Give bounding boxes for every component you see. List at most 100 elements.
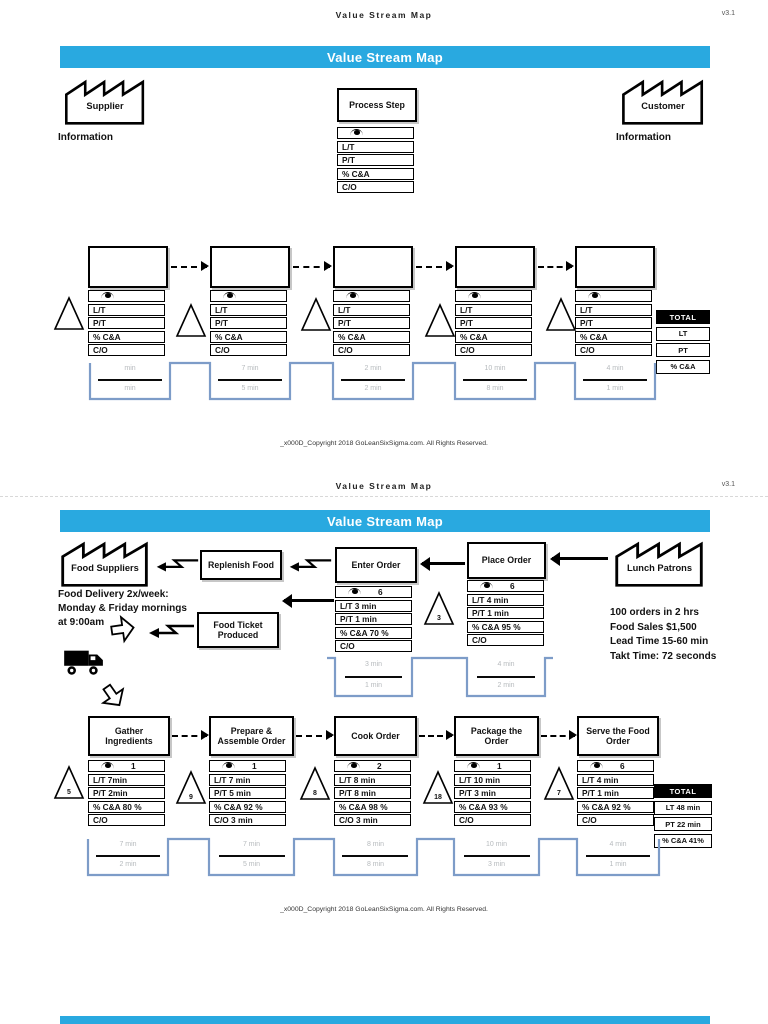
operator-row: 2 <box>334 760 411 772</box>
operator-row: 1 <box>209 760 286 772</box>
manual-info-arrow-icon <box>282 593 334 608</box>
timeline-wait-value: 7 min <box>242 841 261 848</box>
timeline-wait-value: 4 min <box>606 365 624 372</box>
process-box-package: Package the Order <box>454 716 539 756</box>
pt-row: P/T 1 min <box>335 613 412 625</box>
inventory-triangle-icon: 18 <box>422 770 454 804</box>
process-box-gather: Gather Ingredients <box>88 716 170 756</box>
delivery-truck-icon <box>62 645 106 684</box>
totals-header: TOTAL <box>656 310 710 324</box>
lt-row: L/T 4 min <box>577 773 654 786</box>
lt-row: L/T 7min <box>88 773 165 786</box>
flow-arrow-icon <box>538 261 574 271</box>
timeline-wait-value: 8 min <box>366 841 385 848</box>
process-box-serve: Serve the Food Order <box>577 716 659 756</box>
prepare-data-box: 1 L/T 7 min P/T 5 min % C&A 92 % C/O 3 m… <box>209 760 286 826</box>
inventory-triangle-icon <box>175 303 207 337</box>
operator-icon <box>480 582 493 590</box>
timeline-wait-value: 7 min <box>241 365 259 372</box>
flow-arrow-icon <box>541 730 577 740</box>
operator-row <box>333 290 410 302</box>
co-row: C/O <box>88 814 165 826</box>
totals-ca: % C&A <box>656 359 710 374</box>
operator-row: 6 <box>467 580 544 592</box>
page1-doc-title: Value Stream Map <box>335 10 433 20</box>
demand-note-line: Takt Time: 72 seconds <box>610 650 717 662</box>
timeline-wait-value: 4 min <box>497 661 515 668</box>
flow-arrow-icon <box>416 261 454 271</box>
timeline-process-value: 2 min <box>497 682 515 689</box>
operator-icon <box>590 762 603 770</box>
timeline: min min 7 min 5 min 2 min 2 min 10 min 8… <box>78 360 662 402</box>
demand-note: 100 orders in 2 hrs Food Sales $1,500 Le… <box>610 606 716 664</box>
process-data-box-1: L/T P/T % C&A C/O <box>88 290 165 356</box>
timeline-process-value: 1 min <box>606 385 624 392</box>
timeline: 7 min 2 min 7 min 5 min 8 min 8 min 10 m… <box>78 836 662 878</box>
flow-arrow-icon <box>296 730 334 740</box>
page2-doc-title: Value Stream Map <box>335 481 433 491</box>
inventory-count: 8 <box>313 790 317 797</box>
totals-header: TOTAL <box>654 784 712 798</box>
process-data-box-5: L/T P/T % C&A C/O <box>575 290 652 356</box>
demand-note-line: Lead Time 15-60 min <box>610 636 709 647</box>
customer-information-label: Information <box>616 132 671 143</box>
totals-lt: LT <box>656 326 710 341</box>
flow-arrow-icon <box>419 730 454 740</box>
pt-row: P/T 5 min <box>209 787 286 799</box>
co-row: C/O <box>335 640 412 652</box>
co-row: C/O 3 min <box>209 814 286 826</box>
pt-row: P/T <box>575 317 652 329</box>
operator-row <box>88 290 165 302</box>
timeline-process-value: 5 min <box>241 385 259 392</box>
timeline-wait-value: 3 min <box>364 661 383 668</box>
process-data-box-3: L/T P/T % C&A C/O <box>333 290 410 356</box>
enter-order-box: Enter Order <box>335 547 417 583</box>
process-box-cook: Cook Order <box>334 716 417 756</box>
co-row: C/O <box>454 814 531 826</box>
staff-count: 1 <box>131 761 136 771</box>
block-arrow-icon <box>108 612 139 650</box>
inventory-triangle-icon: 3 <box>423 591 455 625</box>
demand-note-line: 100 orders in 2 hrs <box>610 607 699 618</box>
supplier-factory-icon: Supplier <box>62 74 148 126</box>
ca-row: % C&A 93 % <box>454 800 531 813</box>
lt-row: L/T 3 min <box>335 599 412 612</box>
inventory-triangle-icon: 8 <box>299 766 331 800</box>
lt-row: L/T <box>88 303 165 316</box>
page1-version: v3.1 <box>721 10 735 17</box>
block-arrow-icon <box>89 677 133 718</box>
process-box-1 <box>88 246 168 288</box>
customer-factory-icon: Customer <box>619 74 707 126</box>
serve-data-box: 6 L/T 4 min P/T 1 min % C&A 92 % C/O <box>577 760 654 826</box>
ca-row: % C&A 92 % <box>209 800 286 813</box>
timeline-process-value: 8 min <box>486 385 504 392</box>
delivery-note: Food Delivery 2x/week: Monday & Friday m… <box>58 588 187 630</box>
page2-version: v3.1 <box>721 481 735 488</box>
operator-icon <box>347 762 360 770</box>
lt-row: L/T <box>333 303 410 316</box>
manual-info-arrow-icon <box>550 551 608 566</box>
operator-row <box>575 290 652 302</box>
gather-data-box: 1 L/T 7min P/T 2min % C&A 80 % C/O <box>88 760 165 826</box>
pt-row: P/T 1 min <box>467 607 544 619</box>
totals-lt: LT 48 min <box>654 800 712 815</box>
timeline-process-value: 2 min <box>364 385 382 392</box>
operator-row: 1 <box>88 760 165 772</box>
timeline-process-value: min <box>124 385 136 392</box>
co-row: C/O 3 min <box>334 814 411 826</box>
pt-row: P/T 8 min <box>334 787 411 799</box>
electronic-info-arrow-icon <box>146 622 196 645</box>
page2-copyright: _x000D_Copyright 2018 GoLeanSixSigma.com… <box>280 906 488 913</box>
pt-row: P/T 1 min <box>577 787 654 799</box>
operator-row <box>337 127 414 139</box>
cook-data-box: 2 L/T 8 min P/T 8 min % C&A 98 % C/O 3 m… <box>334 760 411 826</box>
inventory-triangle-icon <box>300 297 332 331</box>
timeline-wait-value: 2 min <box>364 365 382 372</box>
ca-row: % C&A 80 % <box>88 800 165 813</box>
ca-row: % C&A 92 % <box>577 800 654 813</box>
legend-process-step-box: Process Step <box>337 88 417 122</box>
place-order-box: Place Order <box>467 542 546 579</box>
co-row: C/O <box>455 344 532 356</box>
co-row: C/O <box>467 634 544 646</box>
inventory-count: 3 <box>437 615 441 622</box>
